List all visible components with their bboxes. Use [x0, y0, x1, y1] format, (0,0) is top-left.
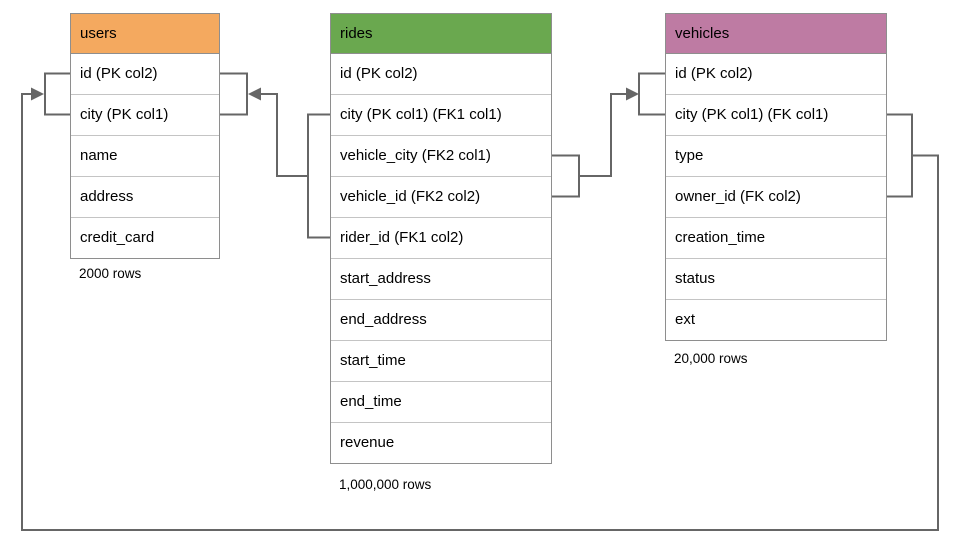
- row-count-label-rides: 1,000,000 rows: [339, 477, 432, 492]
- rides-right-bracket: [552, 154, 580, 198]
- column-row: credit_card: [71, 218, 219, 258]
- table-rides-header: rides: [331, 14, 551, 54]
- users-right-bracket: [220, 72, 248, 116]
- table-users: users id (PK col2) city (PK col1) name a…: [70, 13, 220, 259]
- table-vehicles-header: vehicles: [666, 14, 886, 54]
- fk1-rides-to-users-connector: [220, 72, 330, 239]
- table-users-header: users: [71, 14, 219, 54]
- column-row: name: [71, 136, 219, 177]
- column-row: city (PK col1) (FK col1): [666, 95, 886, 136]
- column-row: id (PK col2): [666, 54, 886, 95]
- column-row: creation_time: [666, 218, 886, 259]
- column-row: id (PK col2): [71, 54, 219, 95]
- column-row: address: [71, 177, 219, 218]
- column-row: status: [666, 259, 886, 300]
- vehicles-left-bracket: [638, 72, 665, 116]
- table-vehicles: vehicles id (PK col2) city (PK col1) (FK…: [665, 13, 887, 341]
- fk-vehicles-to-users-connector: [21, 72, 939, 531]
- column-row: type: [666, 136, 886, 177]
- column-row: city (PK col1) (FK1 col1): [331, 95, 551, 136]
- users-left-bracket: [44, 72, 70, 116]
- fk1-link-line: [260, 93, 308, 177]
- fk2-rides-to-vehicles-connector: [552, 72, 665, 198]
- fk2-link-line: [579, 93, 627, 177]
- column-row: vehicle_city (FK2 col1): [331, 136, 551, 177]
- arrowhead-left-icon: [248, 87, 261, 101]
- column-row: end_time: [331, 382, 551, 423]
- rides-left-bracket: [307, 113, 330, 239]
- column-row: ext: [666, 300, 886, 340]
- arrowhead-right-icon: [626, 87, 639, 101]
- column-row: revenue: [331, 423, 551, 463]
- table-rides: rides id (PK col2) city (PK col1) (FK1 c…: [330, 13, 552, 464]
- arrowhead-right-icon: [31, 87, 44, 101]
- column-row: end_address: [331, 300, 551, 341]
- row-count-label-users: 2000 rows: [79, 266, 142, 281]
- column-row: vehicle_id (FK2 col2): [331, 177, 551, 218]
- column-row: rider_id (FK1 col2): [331, 218, 551, 259]
- vehicles-right-bracket: [887, 113, 913, 198]
- column-row: owner_id (FK col2): [666, 177, 886, 218]
- fk-link-line: [21, 93, 939, 531]
- column-row: start_address: [331, 259, 551, 300]
- column-row: id (PK col2): [331, 54, 551, 95]
- column-row: city (PK col1): [71, 95, 219, 136]
- column-row: start_time: [331, 341, 551, 382]
- row-count-label-vehicles: 20,000 rows: [674, 351, 748, 366]
